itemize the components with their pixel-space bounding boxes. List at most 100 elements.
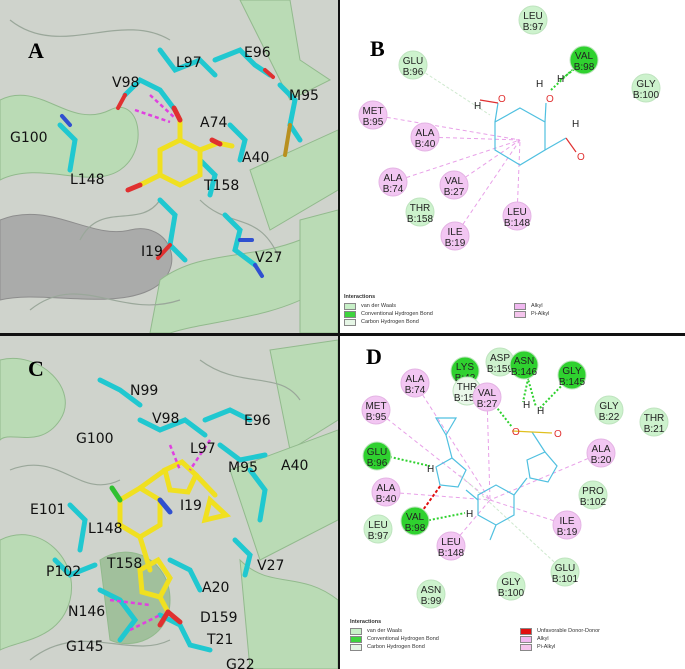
- interaction-line-leu148: [516, 139, 521, 217]
- residue-node-l2: B:96: [367, 458, 388, 469]
- legend-item-alkyl: Alkyl: [520, 635, 600, 643]
- residue-node-l1: VAL: [478, 388, 497, 399]
- atom-label-hd3: H: [537, 406, 544, 417]
- ligand-a-oxygens: [125, 105, 223, 193]
- ribbon-c: [0, 339, 338, 669]
- residue-node-l2: B:98: [405, 523, 426, 534]
- residue-label-g22: G22: [226, 657, 255, 669]
- residue-label-n99: N99: [130, 383, 158, 399]
- atom-label-hd4: H: [523, 400, 530, 411]
- interaction-line-ala74: [414, 382, 491, 501]
- atom-label-hd1: H: [427, 464, 434, 475]
- ribbon-strand: [299, 209, 338, 333]
- residue-node-disc: [398, 50, 428, 80]
- residue-node-disc: [400, 368, 430, 398]
- divider-horizontal: [0, 333, 685, 336]
- residue-node-l1: ALA: [384, 173, 403, 184]
- residue-node-l1: LEU: [368, 520, 387, 531]
- residue-node-l1: GLU: [403, 56, 424, 67]
- residue-node-l1: ASN: [514, 356, 535, 367]
- residue-label-m95: M95: [228, 460, 258, 476]
- atom-label-o2: O: [546, 94, 554, 105]
- residue-node-l1: LEU: [507, 207, 526, 218]
- residue-node-l1: LYS: [456, 362, 474, 373]
- residue-node-l1: ALA: [416, 128, 435, 139]
- residue-node-l1: GLY: [501, 577, 521, 588]
- residue-node-l1: ALA: [377, 483, 396, 494]
- residue-node-l2: B:27: [444, 187, 465, 198]
- ribbon-strand: [229, 429, 338, 561]
- residue-node-disc: [639, 407, 669, 437]
- ribbon-strand: [269, 339, 338, 451]
- atom-label-h4: H: [572, 119, 579, 130]
- residue-node-l2: B:97: [368, 531, 389, 542]
- residue-node-l2: B:95: [366, 412, 387, 423]
- legend-item-hbond: Conventional Hydrogen Bond: [350, 635, 520, 643]
- ligand-c-hetero: [109, 485, 183, 628]
- panel-a-letter: A: [28, 38, 44, 63]
- residue-label-p102: P102: [46, 564, 81, 580]
- hbond-lines-b: [550, 67, 577, 91]
- panel-d-legend: Interactions van der Waals Conventional …: [350, 619, 680, 651]
- panel-b-svg: LEUB:97GLUB:96VALB:98GLYB:100METB:95ALAB…: [358, 5, 661, 251]
- residue-node-l1: VAL: [406, 512, 425, 523]
- ligand-c: [117, 459, 232, 615]
- residue-node-disc: [410, 122, 440, 152]
- residue-node-l1: LEU: [441, 537, 460, 548]
- residue-node-l2: B:27: [477, 399, 498, 410]
- ribbon-helices: [0, 0, 338, 333]
- legend-item-pialkyl: Pi-Alkyl: [514, 310, 549, 318]
- residue-node-l1: GLU: [367, 447, 388, 458]
- residue-node-l1: GLY: [562, 366, 582, 377]
- ribbon-strand: [239, 558, 338, 669]
- interaction-line-met95: [372, 114, 521, 141]
- residue-node-disc: [358, 100, 388, 130]
- legend-item-pialkyl: Pi-Alkyl: [520, 643, 600, 651]
- residue-label-v27: V27: [257, 558, 284, 574]
- legend-title: Interactions: [344, 294, 376, 300]
- residue-label-e101: E101: [30, 502, 66, 518]
- panel-b-nodes: LEUB:97GLUB:96VALB:98GLYB:100METB:95ALAB…: [358, 5, 661, 251]
- residue-label-a40: A40: [242, 150, 269, 166]
- residue-node-l1: VAL: [575, 51, 594, 62]
- residue-node-l2: B:19: [445, 238, 466, 249]
- residue-node-disc: [472, 382, 502, 412]
- residue-node-l2: B:145: [559, 377, 586, 388]
- residue-node-disc: [509, 350, 539, 380]
- residue-label-v98: V98: [112, 75, 139, 91]
- residue-node-disc: [440, 221, 470, 251]
- residue-node-disc: [496, 571, 526, 601]
- residue-node-disc: [586, 438, 616, 468]
- residue-node-l1: THR: [457, 382, 478, 393]
- residue-label-t158: T158: [203, 178, 239, 194]
- residue-label-t21: T21: [206, 632, 233, 648]
- interaction-line-glu96: [412, 64, 491, 116]
- residue-label-g145: G145: [66, 639, 104, 655]
- residue-node-l2: B:148: [438, 548, 465, 559]
- residue-label-l148: L148: [88, 521, 123, 537]
- legend-item-vdw: van der Waals: [350, 627, 520, 635]
- residue-node-disc: [578, 480, 608, 510]
- residue-label-m95: M95: [289, 88, 319, 104]
- residue-sticks-c: [52, 377, 268, 653]
